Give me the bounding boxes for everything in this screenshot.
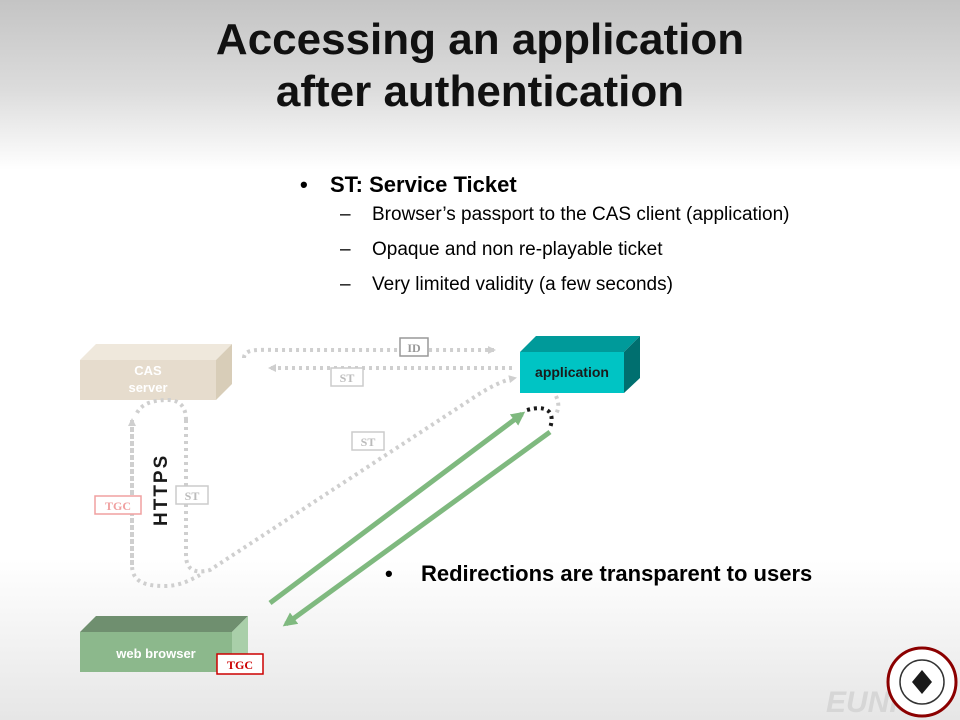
ticket-id-label: ID — [407, 341, 421, 355]
dash-icon: – — [340, 274, 351, 295]
ticket-tgc-left-label: TGC — [105, 499, 131, 513]
cas-label-line1: CAS — [134, 363, 162, 378]
eunis-logo: EUNIS — [826, 646, 958, 719]
bottom-bullet-text: Redirections are transparent to users — [421, 561, 813, 586]
web-browser-box: web browser — [80, 616, 248, 672]
sub-bullet: – Browser’s passport to the CAS client (… — [300, 204, 790, 239]
dash-icon: – — [340, 204, 351, 225]
id-arrow — [242, 346, 496, 359]
title-line-1: Accessing an application — [215, 15, 745, 64]
sub-bullet: – Very limited validity (a few seconds) — [300, 274, 790, 309]
cas-label-line2: server — [128, 380, 167, 395]
ticket-tgc-left: TGC — [94, 495, 142, 515]
ticket-st-mid: ST — [351, 431, 385, 451]
bullet-dot-icon: • — [385, 561, 393, 586]
st-path-arrow — [184, 375, 517, 574]
app-connector — [554, 395, 561, 415]
ticket-tgc-browser-label: TGC — [227, 658, 253, 672]
ticket-st-mid-label: ST — [361, 435, 376, 449]
ticket-tgc-browser: TGC — [216, 653, 264, 675]
bottom-bullet: • Redirections are transparent to users — [385, 561, 812, 587]
ticket-st-top: ST — [330, 367, 364, 387]
ticket-st-left-label: ST — [185, 489, 200, 503]
title-line-2: after authentication — [275, 67, 685, 116]
redirect-connector — [526, 406, 554, 429]
bullet-list: • ST: Service Ticket – Browser’s passpor… — [300, 172, 790, 309]
application-box: application — [520, 336, 640, 393]
sub-bullet-text: Opaque and non re-playable ticket — [372, 239, 663, 260]
green-arrow-down — [282, 429, 552, 627]
sub-bullet-text: Browser’s passport to the CAS client (ap… — [372, 204, 790, 225]
bullet-main-text: ST: Service Ticket — [330, 172, 517, 197]
bullet-dot-icon: • — [300, 172, 308, 197]
sub-bullet-text: Very limited validity (a few seconds) — [372, 274, 673, 295]
green-arrow-up — [268, 411, 526, 605]
slide-title: Accessing an application after authentic… — [0, 14, 960, 118]
bullet-main: • ST: Service Ticket — [300, 172, 790, 204]
dash-icon: – — [340, 239, 351, 260]
application-label: application — [535, 364, 609, 380]
https-loop — [134, 397, 188, 421]
ticket-st-top-label: ST — [340, 371, 355, 385]
https-label: HTTPS — [151, 454, 172, 526]
cas-server-box: CAS server — [80, 344, 232, 400]
tgc-path — [130, 420, 201, 589]
web-browser-label: web browser — [115, 646, 195, 661]
eunis-seal-emblem — [912, 670, 932, 694]
sub-bullet: – Opaque and non re-playable ticket — [300, 239, 790, 274]
ticket-id: ID — [399, 337, 429, 357]
ticket-st-left: ST — [175, 485, 209, 505]
